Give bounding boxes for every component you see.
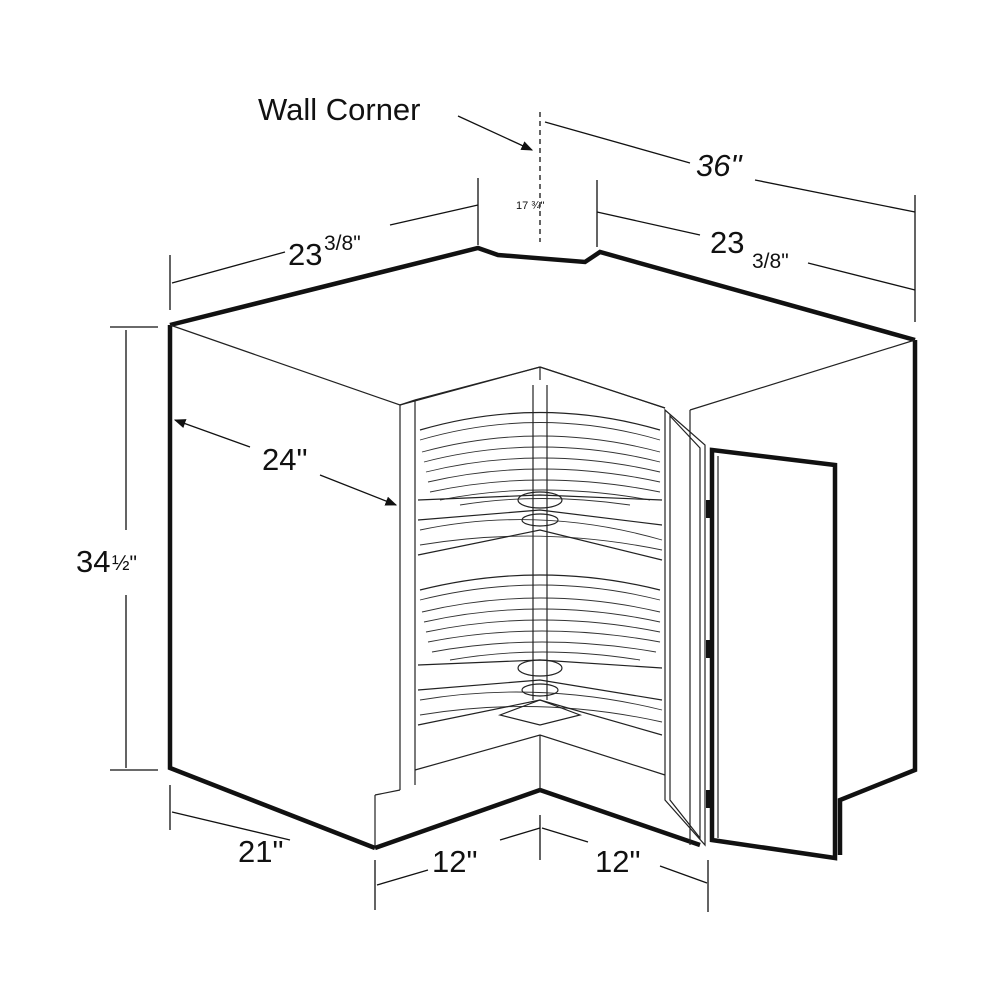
door-inner-panel-edge — [669, 414, 701, 840]
right-side-whole: 23 — [710, 225, 744, 260]
center-pole — [532, 385, 548, 700]
base-dim-a — [171, 811, 291, 841]
height-whole: 34 — [76, 544, 110, 579]
opening-right-label: 12" — [595, 844, 641, 879]
right-side-frac: 3/8" — [752, 250, 789, 273]
width-dim-line-left — [544, 121, 691, 164]
door-inner-panel — [664, 408, 706, 847]
top-front-edge-far-right — [689, 339, 916, 411]
opening-left-dim-b — [499, 827, 541, 841]
height-label: 34 ½" — [76, 544, 137, 579]
depth-label: 24" — [262, 442, 308, 477]
depth-arrow-b — [319, 474, 398, 506]
left-frame-top — [399, 399, 416, 406]
hinge-top — [706, 500, 711, 518]
dimensions — [110, 112, 916, 912]
base-side-label: 21" — [238, 834, 284, 869]
left-side-whole: 23 — [288, 237, 322, 272]
depth-arrow-a — [173, 419, 251, 448]
left-side-dim-b — [389, 204, 479, 226]
base-notch — [374, 787, 701, 851]
height-frac: ½" — [112, 552, 137, 575]
opening-left-dim-a — [376, 869, 429, 886]
left-side-outline — [167, 325, 376, 851]
right-side-dim-a — [596, 211, 701, 236]
left-side-dim-a — [171, 251, 286, 284]
door-outer-panel — [709, 447, 838, 861]
wall-corner-arrow — [457, 115, 534, 151]
hinge-bottom — [706, 790, 711, 808]
wall-corner-label: Wall Corner — [258, 92, 421, 127]
right-side-outline — [837, 340, 918, 855]
left-side-label: 23 3/8" — [288, 232, 361, 272]
overall-width-label: 36" — [696, 148, 743, 183]
top-back-edge — [169, 245, 916, 343]
opening-left-label: 12" — [432, 844, 478, 879]
cabinet-body — [167, 245, 918, 855]
top-front-edge-left — [169, 324, 541, 406]
right-side-dim-b — [807, 262, 916, 291]
right-side-label: 23 3/8" — [710, 225, 789, 273]
dimension-labels: Wall Corner 36" 17 ¾" 23 3/8" 23 3/8" 24… — [76, 92, 789, 879]
lazy-susan-racks — [417, 385, 663, 736]
lower-rack — [417, 574, 663, 736]
opening-right-dim-b — [659, 865, 708, 884]
bi-fold-doors — [664, 408, 838, 861]
left-toekick-top — [374, 789, 401, 796]
opening-right-dim-a — [541, 827, 589, 843]
upper-rack — [417, 411, 663, 561]
left-side-frac: 3/8" — [324, 232, 361, 255]
hinge-middle — [706, 640, 711, 658]
width-dim-line-right — [754, 179, 916, 213]
setback-label: 17 ¾" — [516, 200, 544, 212]
